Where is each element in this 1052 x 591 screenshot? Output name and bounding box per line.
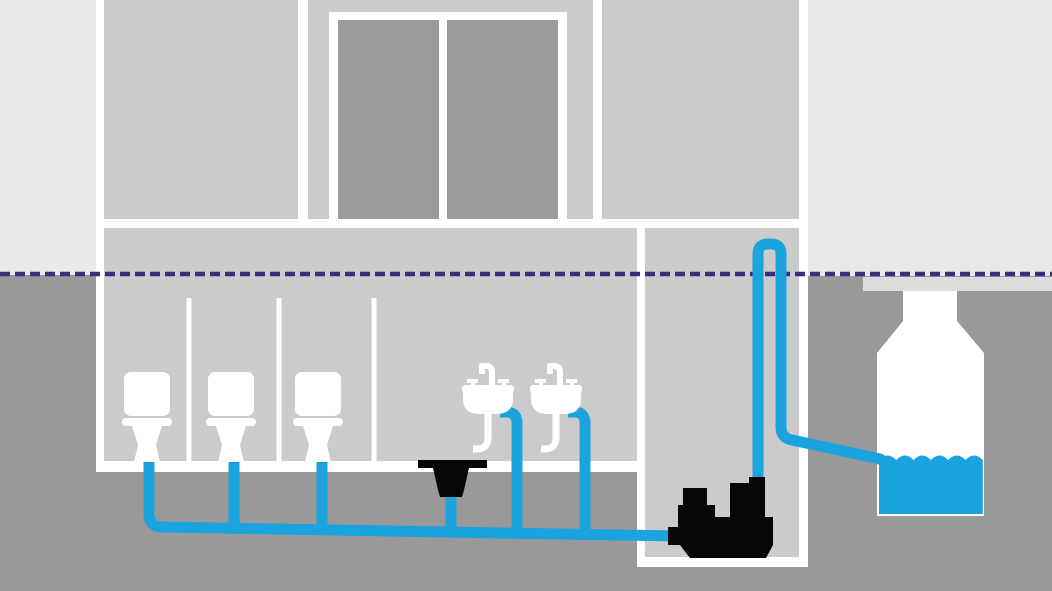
washbasin-2-faucet — [547, 363, 563, 387]
double-door — [329, 12, 567, 219]
basement-wall-middle — [637, 228, 645, 567]
washbasin-2-bowl — [531, 393, 581, 414]
toilet-partition-2 — [276, 298, 282, 461]
floor-drain — [418, 460, 487, 497]
upper-floor-room-right — [602, 0, 799, 219]
toilets — [122, 372, 343, 462]
toilet-partition-3 — [371, 298, 377, 461]
toilet-2 — [206, 372, 256, 462]
washbasin-1-tap-left — [467, 379, 478, 383]
toilet-2-pedestal — [216, 426, 246, 462]
lifting-station-pump — [668, 477, 773, 558]
pressure-pipe-loop — [752, 238, 891, 486]
toilet-1-pedestal — [132, 426, 162, 462]
toilet-1 — [122, 372, 172, 462]
toilet-partitions — [186, 298, 377, 461]
basement-floor — [96, 461, 645, 472]
collection-tank — [877, 291, 984, 516]
ground-soil — [0, 275, 1052, 591]
sky-background-left-strip — [0, 0, 96, 275]
toilet-partition-1 — [186, 298, 192, 461]
toilet-1-cistern — [124, 372, 170, 416]
basement-pump-room — [645, 228, 799, 557]
collector-pipe — [143, 450, 677, 542]
door-panel-left — [338, 20, 439, 219]
drain-pipes — [143, 238, 891, 542]
washbasin-2-tap-left — [535, 379, 546, 383]
tank-water — [879, 455, 983, 514]
washbasin-2-deck — [530, 385, 582, 393]
basement-wall-right — [799, 228, 808, 567]
washbasin-2-trap — [541, 410, 560, 453]
basement-wall-left — [96, 228, 104, 461]
washbasin-1-trap — [473, 410, 492, 453]
upper-floor-room-left — [104, 0, 298, 219]
washbasin-1-tap-right — [498, 379, 509, 383]
building — [96, 0, 808, 567]
washbasins — [462, 363, 582, 453]
toilet-3-seat — [293, 418, 343, 426]
toilet-2-seat — [206, 418, 256, 426]
washbasin-2 — [530, 363, 582, 453]
pump-pit-floor — [637, 557, 808, 567]
washbasin-2-tap-right — [566, 379, 577, 383]
washbasin-1-deck — [462, 385, 514, 393]
pavement-slab — [863, 277, 1052, 291]
toilet-1-seat — [122, 418, 172, 426]
toilet-3-pedestal — [303, 426, 333, 462]
toilet-3 — [293, 372, 343, 462]
toilet-2-cistern — [208, 372, 254, 416]
washbasin-1-faucet — [479, 363, 495, 387]
washbasin-1 — [462, 363, 514, 453]
washbasin-1-bowl — [463, 393, 513, 414]
basement-sanitary-room — [104, 228, 637, 461]
door-panel-right — [447, 20, 558, 219]
toilet-3-cistern — [295, 372, 341, 416]
